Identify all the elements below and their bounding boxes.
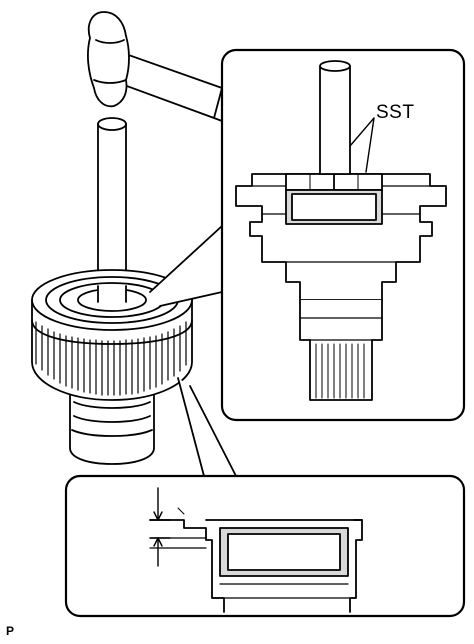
hammer-handle	[115, 51, 223, 119]
upper-callout	[149, 48, 466, 422]
hammer	[87, 11, 223, 119]
sst-tool	[285, 173, 383, 225]
gear-assembly	[31, 269, 193, 465]
spline-shaft	[299, 299, 383, 401]
sst-label: SST	[376, 102, 415, 123]
sst-leader	[349, 117, 375, 173]
depth-dimension	[149, 487, 185, 567]
hammer-head	[87, 11, 130, 108]
figure-code: P	[6, 624, 15, 638]
lower-callout	[64, 377, 466, 618]
spline-lines	[315, 343, 365, 399]
callout-rod	[319, 65, 351, 175]
gear-teeth	[35, 321, 187, 396]
